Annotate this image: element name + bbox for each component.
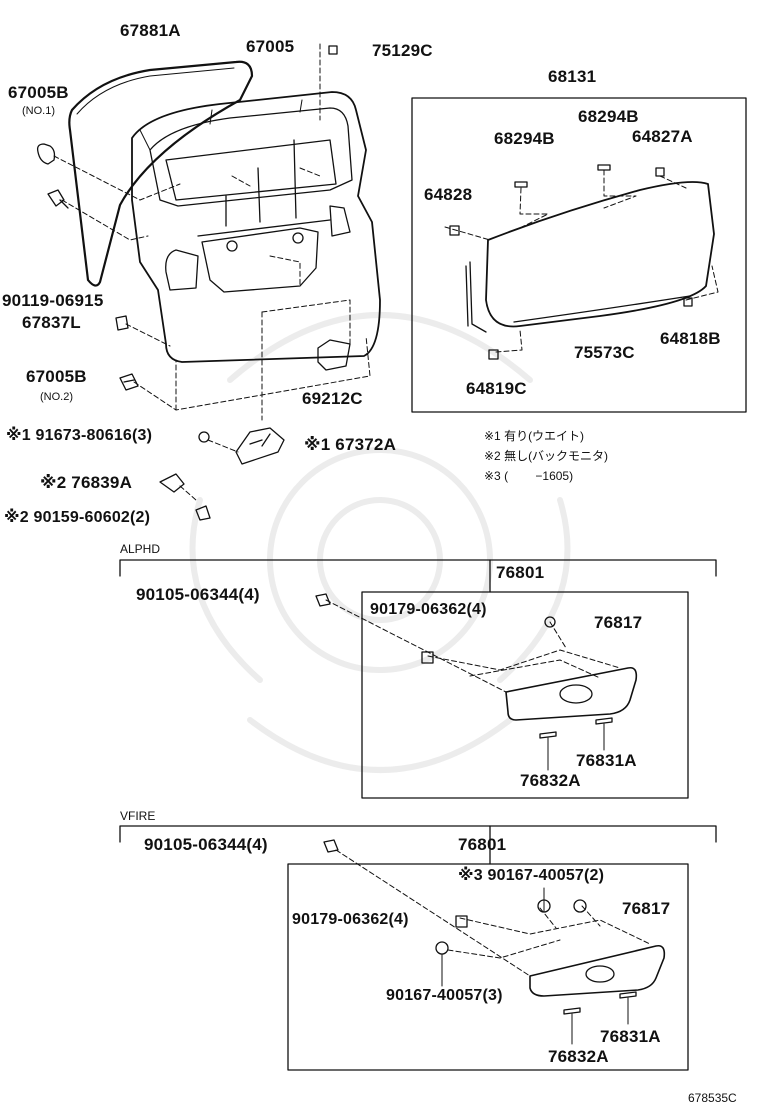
part-label-vfire-76817: 76817 — [622, 899, 671, 918]
part-label-alphd-76801: 76801 — [496, 563, 545, 582]
back-door-67005 — [131, 91, 381, 363]
clip-68294B-1 — [514, 181, 528, 188]
garnish-vfire — [529, 944, 666, 997]
part-label-alphd-90179: 90179-06362(4) — [370, 601, 487, 618]
cover-69212C — [317, 339, 351, 371]
part-label-67005: 67005 — [246, 37, 295, 56]
part-label-76839A: ※2 76839A — [40, 473, 133, 492]
section-label-vfire: VFIRE — [120, 809, 156, 823]
bumper-67005B-no2 — [119, 373, 139, 391]
part-label-vfire-90167-bot: 90167-40057(3) — [386, 987, 503, 1004]
part-label-90159: ※2 90159-60602(2) — [4, 509, 151, 526]
part-label-68131: 68131 — [548, 67, 597, 86]
part-label-alphd-76831A: 76831A — [576, 751, 637, 770]
section-label-alphd: ALPHD — [120, 542, 161, 556]
screw-91673-80616 — [198, 431, 210, 443]
part-label-vfire-76831A: 76831A — [600, 1027, 661, 1046]
clip-64827A — [655, 167, 665, 177]
garnish-68131 — [485, 181, 715, 328]
bumper-67837L — [115, 315, 129, 331]
clip-64819C — [488, 349, 499, 360]
emblem-vfire-76832A — [563, 1007, 581, 1015]
part-label-vfire-76832A: 76832A — [548, 1047, 609, 1066]
clip-64828 — [449, 225, 460, 236]
nut-alphd-76817 — [544, 616, 556, 628]
part-label-90119: 90119-06915 — [2, 291, 104, 310]
screw-vfire-90105 — [323, 839, 339, 853]
section-bracket-vfire — [119, 825, 717, 843]
screw-alphd-90105 — [315, 593, 331, 607]
part-label-vfire-90105: 90105-06344(4) — [144, 835, 268, 854]
nut-alphd-90179 — [421, 651, 434, 664]
part-label-68294B-b: 68294B — [578, 107, 639, 126]
part-label-69212C: 69212C — [302, 389, 363, 408]
clip-75129C — [328, 45, 338, 55]
part-label-64818B: 64818B — [660, 329, 721, 348]
part-label-alphd-90105: 90105-06344(4) — [136, 585, 260, 604]
screw-90159-60602 — [195, 505, 211, 521]
box-alphd-76801 — [361, 591, 689, 799]
part-label-64819C: 64819C — [466, 379, 527, 398]
part-label-67837L: 67837L — [22, 313, 81, 332]
part-note-no1: (NO.1) — [22, 105, 55, 117]
clip-64818B — [683, 297, 693, 307]
part-label-64828: 64828 — [424, 185, 473, 204]
bracket-76839A — [159, 473, 185, 493]
weatherstrip-67881A — [68, 60, 254, 287]
emblem-alphd-76831A — [595, 717, 613, 725]
bumper-67005B-no1 — [36, 143, 56, 165]
nut-vfire-90179 — [455, 915, 468, 928]
part-label-67372A: ※1 67372A — [304, 435, 397, 454]
part-label-vfire-90179: 90179-06362(4) — [292, 911, 409, 928]
part-label-67881A: 67881A — [120, 21, 181, 40]
emblem-alphd-76832A — [539, 731, 557, 739]
clip-68294B-2 — [597, 164, 611, 171]
box-68131 — [411, 97, 747, 413]
part-label-75129C: 75129C — [372, 41, 433, 60]
part-note-no2: (NO.2) — [40, 391, 73, 403]
box-vfire-76801 — [287, 863, 689, 1071]
nut-vfire-76817 — [573, 899, 587, 913]
legend-note-2: ※2 無し(バックモニタ) — [484, 449, 609, 463]
part-label-vfire-76801: 76801 — [458, 835, 507, 854]
garnish-alphd — [505, 666, 638, 721]
part-label-67005B-2: 67005B — [26, 367, 87, 386]
part-label-68294B-a: 68294B — [494, 129, 555, 148]
section-bracket-alphd — [119, 559, 717, 577]
weight-67372A — [235, 427, 285, 465]
part-label-vfire-90167-top: ※3 90167-40057(2) — [458, 867, 605, 884]
part-label-alphd-76817: 76817 — [594, 613, 643, 632]
part-label-75573C: 75573C — [574, 343, 635, 362]
emblem-vfire-76831A — [619, 991, 637, 999]
nut-vfire-90167-bot — [435, 941, 449, 955]
legend-note-3: ※3 ( −1605) — [484, 469, 574, 483]
part-label-alphd-76832A: 76832A — [520, 771, 581, 790]
part-label-67005B-1: 67005B — [8, 83, 69, 102]
part-label-64827A: 64827A — [632, 127, 693, 146]
part-label-91673: ※1 91673-80616(3) — [6, 427, 153, 444]
drawing-number: 678535C — [688, 1091, 737, 1105]
legend-note-1: ※1 有り(ウエイト) — [484, 429, 585, 443]
bolt-90119-06915 — [47, 189, 69, 209]
